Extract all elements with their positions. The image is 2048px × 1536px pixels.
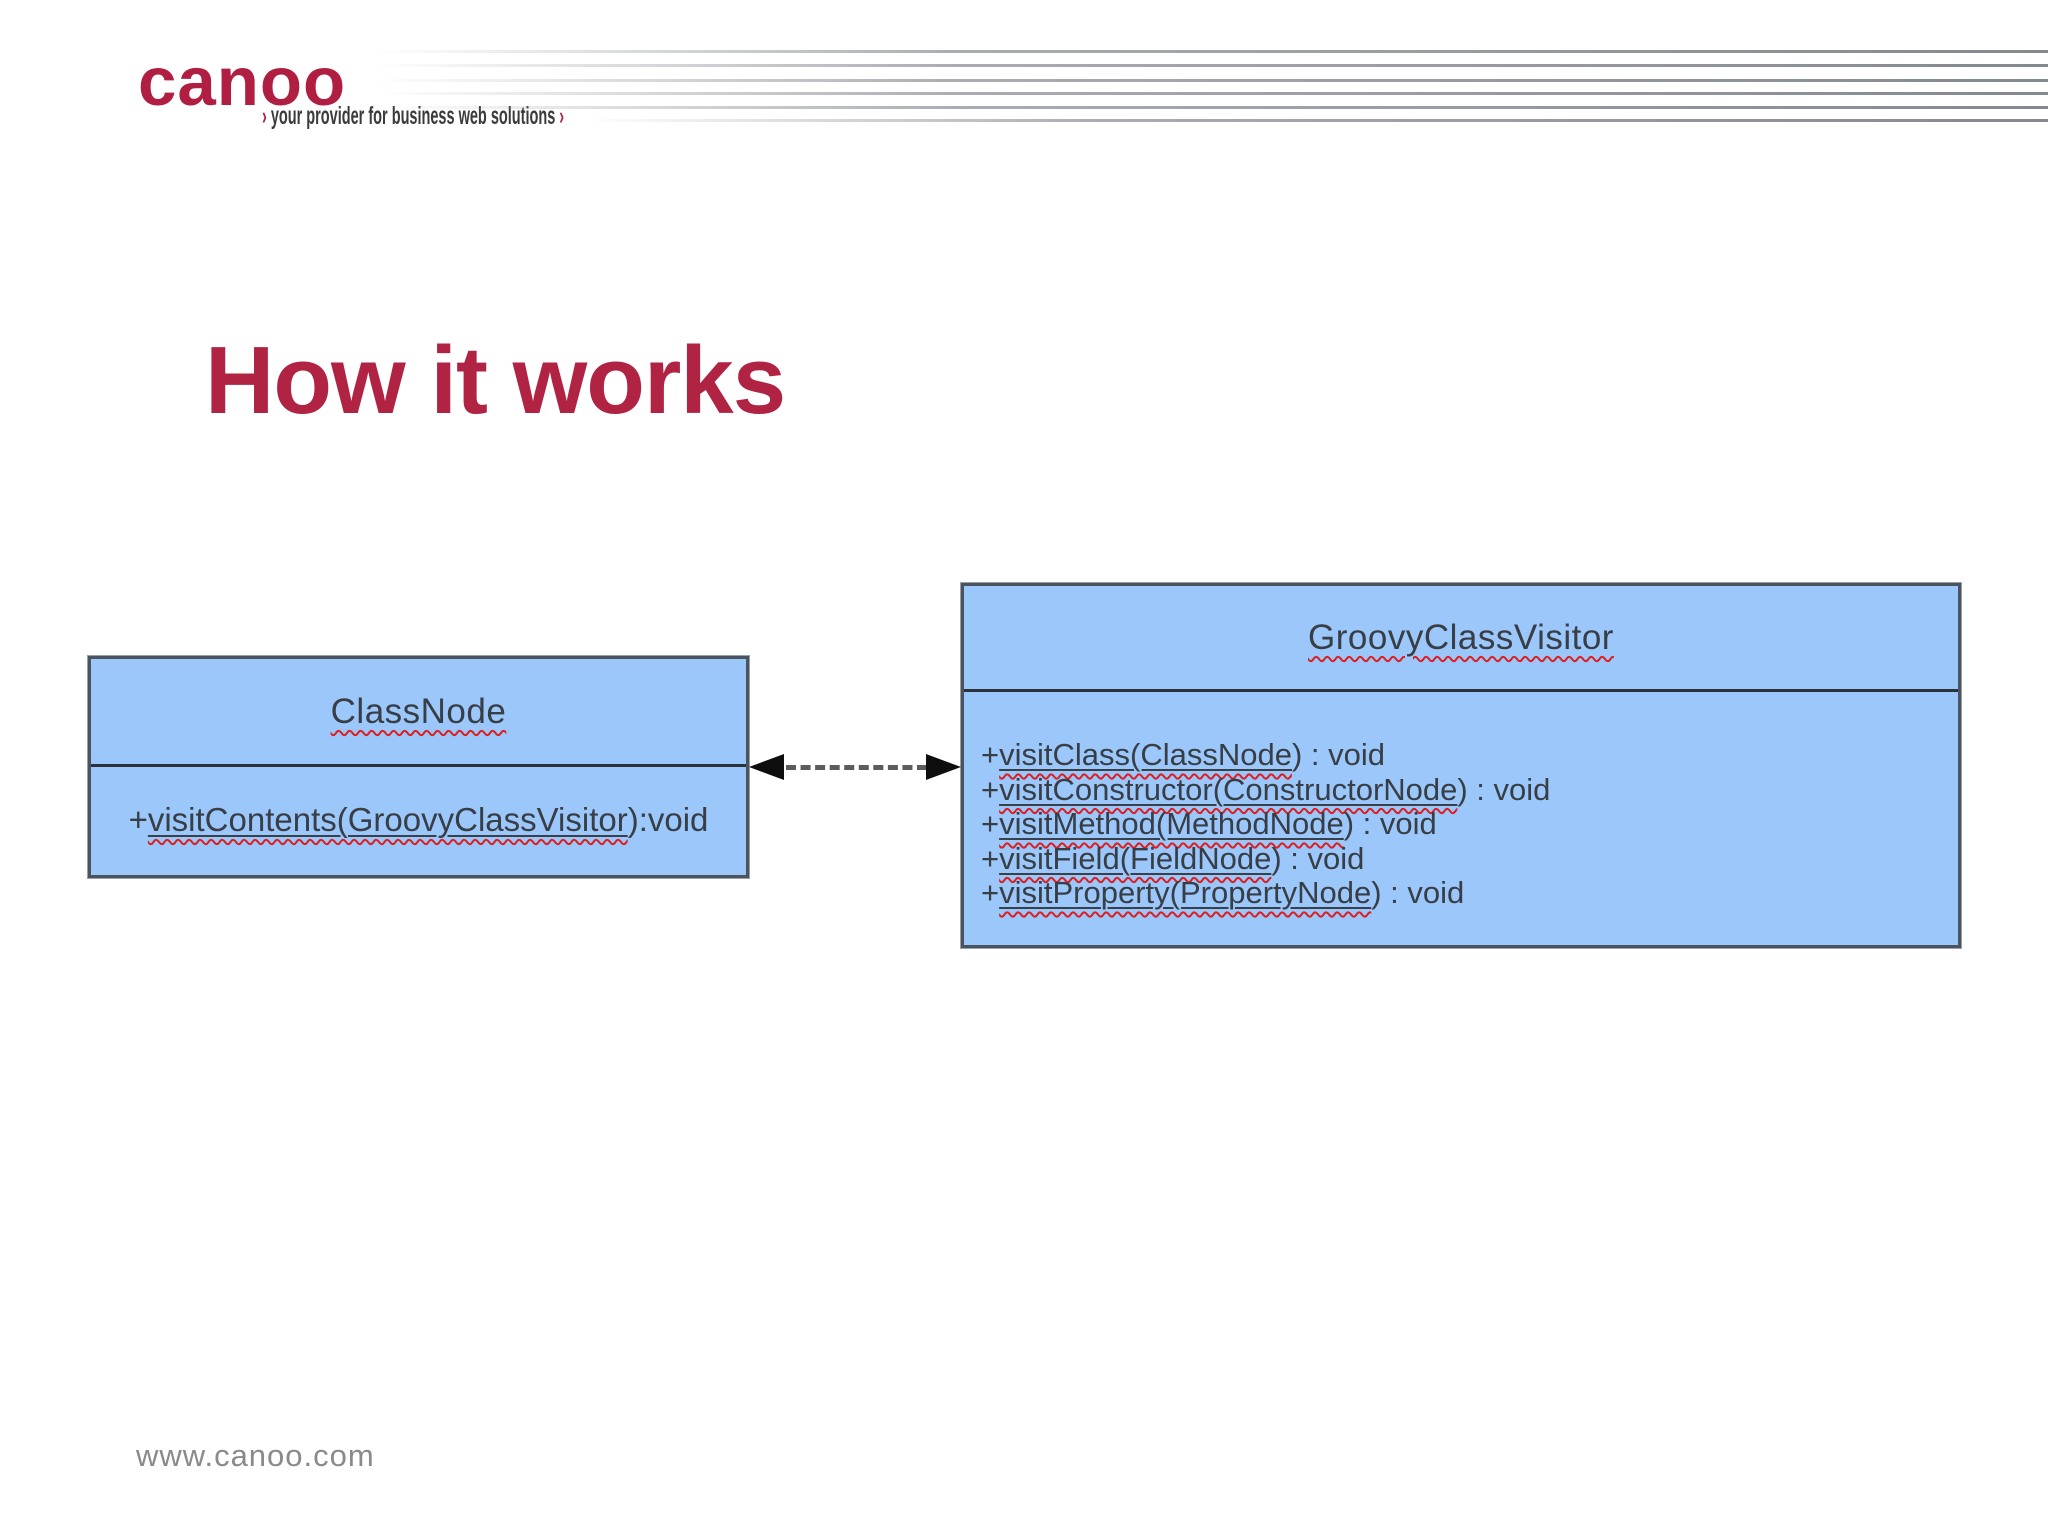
chevron-right-icon: › <box>559 102 565 130</box>
dashed-association-line <box>786 765 927 770</box>
canoo-logo: canoo <box>138 43 347 120</box>
method-line: +visitProperty(PropertyNode) : void <box>981 875 1465 910</box>
arrowhead-right-icon <box>926 754 961 780</box>
header-rule-line <box>380 106 2048 109</box>
method-line: +visitField(FieldNode) : void <box>981 840 1365 876</box>
header-rule-line <box>374 50 2048 53</box>
footer-url: www.canoo.com <box>136 1438 375 1473</box>
class-methods-compartment: +visitContents(GroovyClassVisitor):void <box>91 767 746 872</box>
method-line: +visitConstructor(ConstructorNode) : voi… <box>981 771 1551 807</box>
class-methods-compartment: +visitClass(ClassNode) : void +visitCons… <box>964 692 1958 911</box>
uml-class-box-classnode: ClassNode +visitContents(GroovyClassVisi… <box>88 656 749 878</box>
class-name-compartment: ClassNode <box>91 659 746 767</box>
chevron-right-icon: › <box>262 102 267 130</box>
page-title: How it works <box>205 327 786 434</box>
class-name-compartment: GroovyClassVisitor <box>964 586 1958 692</box>
arrowhead-left-icon <box>749 754 784 780</box>
header-rule-line <box>378 92 2048 95</box>
header-rule-line <box>585 119 2048 122</box>
header-rule-line <box>376 79 2048 82</box>
uml-class-box-groovyclassvisitor: GroovyClassVisitor +visitClass(ClassNode… <box>961 583 1961 948</box>
method-line: +visitClass(ClassNode) : void <box>981 737 1385 772</box>
class-name: ClassNode <box>330 691 507 731</box>
class-name: GroovyClassVisitor <box>1308 617 1614 657</box>
header-rule-line <box>374 64 2048 67</box>
method-line: +visitContents(GroovyClassVisitor):void <box>128 800 709 838</box>
method-line: +visitMethod(MethodNode) : void <box>981 806 1437 841</box>
